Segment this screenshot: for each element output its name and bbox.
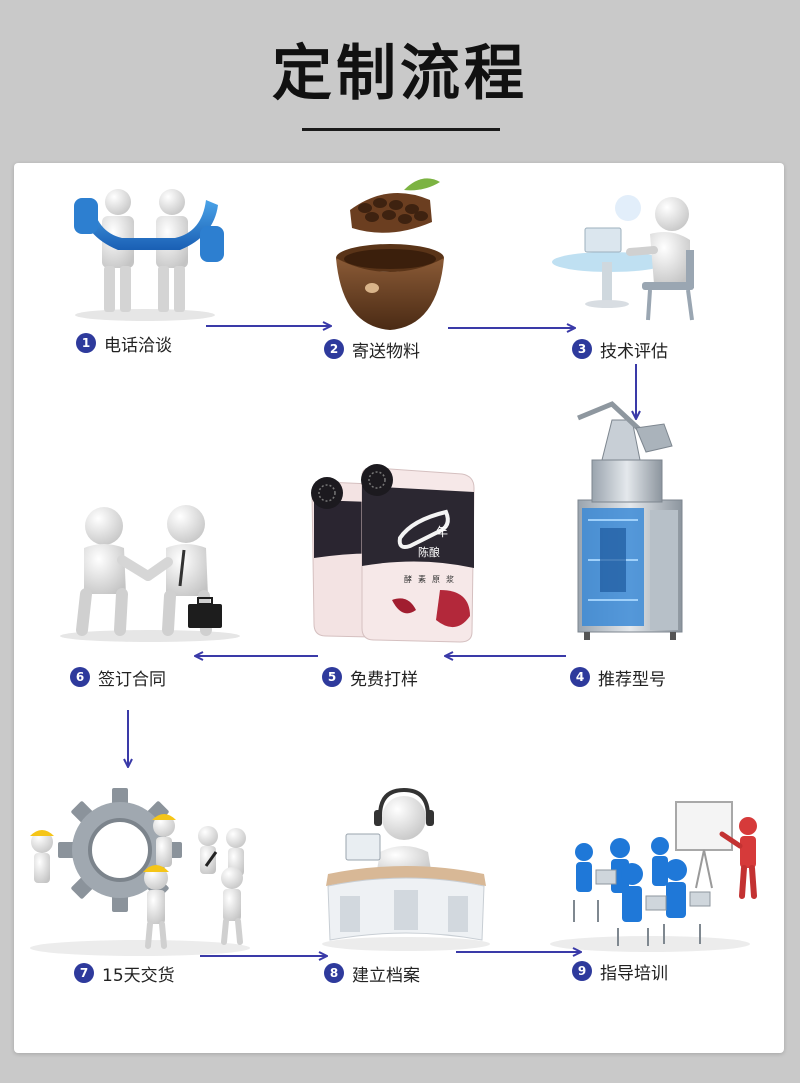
bag-brand-text: 年 <box>436 525 448 539</box>
step-number-badge: 9 <box>572 961 592 981</box>
packaging-machine-icon <box>577 401 683 640</box>
step-label-text: 技术评估 <box>600 341 668 362</box>
bag-tag: 素 <box>418 574 426 584</box>
gear-workers-icon <box>30 788 250 956</box>
service-desk-icon <box>322 787 490 951</box>
step-label-text: 电话洽谈 <box>104 335 172 356</box>
bag-tag: 浆 <box>446 574 454 584</box>
step-number-badge: 4 <box>570 667 590 687</box>
step-number-badge: 6 <box>70 667 90 687</box>
step-label-text: 寄送物料 <box>352 341 420 362</box>
step-label-text: 推荐型号 <box>598 669 666 690</box>
step-6-label: 6 签订合同 <box>70 666 166 690</box>
step-label-text: 建立档案 <box>352 965 420 986</box>
bag-tag: 酵 <box>404 575 412 584</box>
step-1-label: 1 电话洽谈 <box>76 332 172 356</box>
bag-tag: 原 <box>432 575 440 584</box>
technician-desk-icon <box>552 195 694 321</box>
coffee-beans-icon <box>336 178 444 330</box>
step-2-label: 2 寄送物料 <box>324 338 420 362</box>
step-label-text: 签订合同 <box>98 669 166 690</box>
page-title: 定制流程 <box>272 39 528 109</box>
step-label-text: 免费打样 <box>350 669 418 690</box>
step-label-text: 指导培训 <box>600 963 668 984</box>
step-4-label: 4 推荐型号 <box>570 666 666 690</box>
step-number-badge: 2 <box>324 339 344 359</box>
step-number-badge: 3 <box>572 339 592 359</box>
step-number-badge: 5 <box>322 667 342 687</box>
flow-arrows <box>128 326 636 956</box>
step-3-label: 3 技术评估 <box>572 338 668 362</box>
handshake-icon <box>60 505 240 642</box>
bag-sub-text: 陈酿 <box>418 545 440 559</box>
step-label-text: 15天交货 <box>102 965 175 986</box>
step-5-label: 5 免费打样 <box>322 666 418 690</box>
step-7-label: 7 15天交货 <box>74 962 175 986</box>
step-9-label: 9 指导培训 <box>572 960 668 984</box>
step-number-badge: 8 <box>324 963 344 983</box>
training-class-icon <box>550 801 757 952</box>
step-number-badge: 1 <box>76 333 96 353</box>
step-number-badge: 7 <box>74 963 94 983</box>
step-8-label: 8 建立档案 <box>324 962 420 986</box>
sample-bags-icon: 年 陈酿 酵 素 原 浆 <box>311 464 475 643</box>
phone-handshake-icon <box>74 189 224 321</box>
title-underline <box>302 128 500 131</box>
